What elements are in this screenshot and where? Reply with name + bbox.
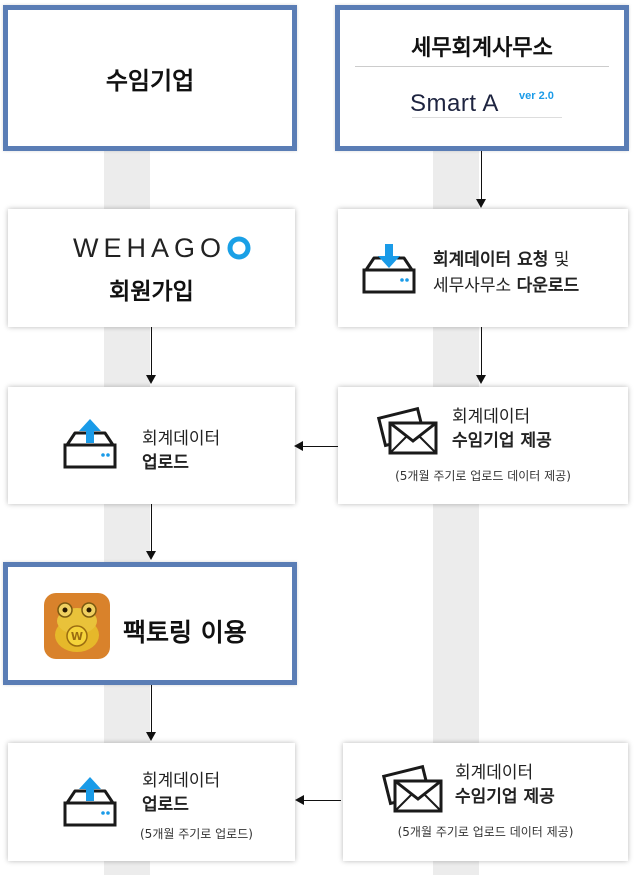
factoring-label: 팩토링 이용 [123,618,247,647]
request-line2: 세무사무소 다운로드 [433,273,579,299]
provide2-note: (5개월 주기로 업로드 데이터 제공) [397,825,574,839]
wehago-ring-icon [227,236,251,260]
provide1-text: 회계데이터 수임기업 제공 [452,405,552,453]
upload2-note: (5개월 주기로 업로드) [140,827,253,841]
factoring-box: W 팩토링 이용 [3,562,297,685]
arrowhead [146,375,156,384]
company-title: 수임기업 [105,66,195,95]
smart-a-logo-text: Smart A [410,90,499,117]
wehago-label: 회원가입 [109,279,194,305]
tray-upload-icon [63,419,117,469]
smart-a-version: ver 2.0 [519,90,554,102]
envelope-icon [376,406,438,455]
request-line2-bold: 다운로드 [516,276,580,296]
tray-download-icon [362,244,416,294]
request-box: 회계데이터 요청 및 세무사무소 다운로드 [338,209,628,327]
provide2-line2: 수임기업 제공 [455,787,555,807]
upload1-line1: 회계데이터 [142,429,221,449]
arrowhead [476,199,486,208]
wehago-logo-text: WEHAGO [73,232,227,263]
smart-a-underline [412,117,562,118]
arrow-request-to-provide [481,327,482,375]
upload-box-2: 회계데이터 업로드 (5개월 주기로 업로드) [8,743,295,861]
smart-a-logo: Smart A ver 2.0 [410,90,570,120]
upload1-text: 회계데이터 업로드 [142,427,220,475]
office-box: 세무회계사무소 Smart A ver 2.0 [335,5,629,151]
wehago-box: WEHAGO 회원가입 [8,209,295,327]
arrow-factoring-to-upload [151,685,152,732]
arrow-wehago-to-upload [151,327,152,375]
arrowhead [294,441,303,451]
arrowhead [146,551,156,560]
provide2-text: 회계데이터 수임기업 제공 [455,761,555,809]
request-text: 회계데이터 요청 및 세무사무소 다운로드 [433,247,579,299]
svg-text:W: W [71,630,83,643]
office-title: 세무회계사무소 [411,36,553,61]
provide1-note: (5개월 주기로 업로드 데이터 제공) [395,469,571,483]
provide-box-2: 회계데이터 수임기업 제공 (5개월 주기로 업로드 데이터 제공) [343,743,628,861]
request-line1-rest: 및 [548,250,570,270]
upload-box-1: 회계데이터 업로드 [8,387,295,504]
arrow-provide-to-upload-2 [303,800,341,801]
arrowhead [295,795,304,805]
provide2-line1: 회계데이터 [455,763,534,783]
upload2-line2: 업로드 [142,795,189,815]
arrow-provide-to-upload-1 [302,446,338,447]
provide-box-1: 회계데이터 수임기업 제공 (5개월 주기로 업로드 데이터 제공) [338,387,628,504]
wehago-logo: WEHAGO [73,232,251,263]
office-divider [355,66,609,67]
provide1-line2: 수임기업 제공 [452,431,552,451]
request-line1: 회계데이터 요청 및 [433,247,579,273]
request-line2-normal: 세무사무소 [433,276,517,296]
upload2-line1: 회계데이터 [142,771,221,791]
upload1-line2: 업로드 [142,453,189,473]
tray-upload-icon [63,777,117,827]
toad-coin-icon: W [44,593,110,659]
company-box: 수임기업 [3,5,297,151]
request-line1-bold: 회계데이터 요청 [433,250,549,270]
arrow-upload-to-factoring [151,504,152,551]
arrowhead [476,375,486,384]
upload2-text: 회계데이터 업로드 [142,769,220,817]
arrow-office-to-request [481,151,482,199]
arrowhead [146,732,156,741]
provide1-line1: 회계데이터 [452,407,531,427]
envelope-icon [381,764,443,813]
